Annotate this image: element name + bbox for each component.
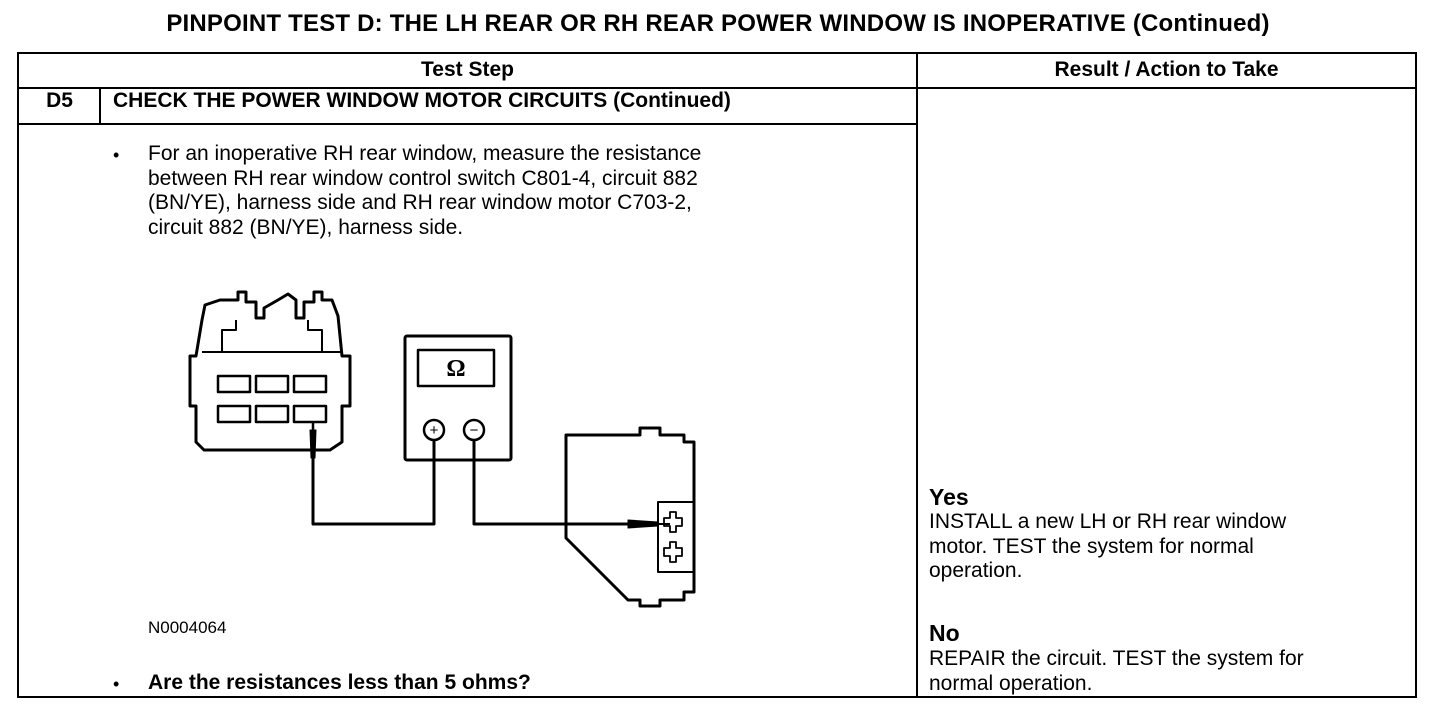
switch-probe-icon bbox=[309, 422, 436, 526]
header-result: Result / Action to Take bbox=[1054, 58, 1279, 81]
header-divider bbox=[17, 87, 1417, 89]
figure-id: N0004064 bbox=[148, 618, 227, 637]
column-divider bbox=[916, 52, 918, 698]
header-test-step: Test Step bbox=[421, 58, 514, 81]
switch-connector-icon bbox=[188, 290, 352, 452]
ohm-symbol: Ω bbox=[446, 356, 465, 382]
step-id: D5 bbox=[46, 89, 73, 112]
ohmmeter-diagram: Ω + − bbox=[188, 290, 696, 608]
result-no-heading: No bbox=[929, 620, 960, 646]
minus-terminal-label: − bbox=[470, 422, 479, 439]
step-title: CHECK THE POWER WINDOW MOTOR CIRCUITS (C… bbox=[113, 89, 731, 112]
instruction-text: For an inoperative RH rear window, measu… bbox=[148, 142, 702, 239]
window-motor-connector-icon bbox=[564, 426, 696, 608]
ohmmeter-icon bbox=[403, 334, 513, 462]
result-yes-heading: Yes bbox=[929, 484, 969, 510]
bullet-icon: • bbox=[113, 674, 120, 694]
step-id-divider bbox=[99, 87, 101, 124]
test-table bbox=[17, 52, 1417, 698]
motor-probe-tip bbox=[627, 519, 659, 529]
result-no-action: REPAIR the circuit. TEST the system for … bbox=[929, 647, 1304, 695]
plus-terminal-label: + bbox=[430, 422, 439, 439]
bullet-icon: • bbox=[113, 145, 120, 165]
motor-probe-lead bbox=[472, 440, 628, 526]
step-title-divider bbox=[17, 123, 917, 125]
step-question: Are the resistances less than 5 ohms? bbox=[148, 671, 531, 694]
page-title: PINPOINT TEST D: THE LH REAR OR RH REAR … bbox=[166, 10, 1270, 37]
result-yes-action: INSTALL a new LH or RH rear window motor… bbox=[929, 510, 1287, 582]
